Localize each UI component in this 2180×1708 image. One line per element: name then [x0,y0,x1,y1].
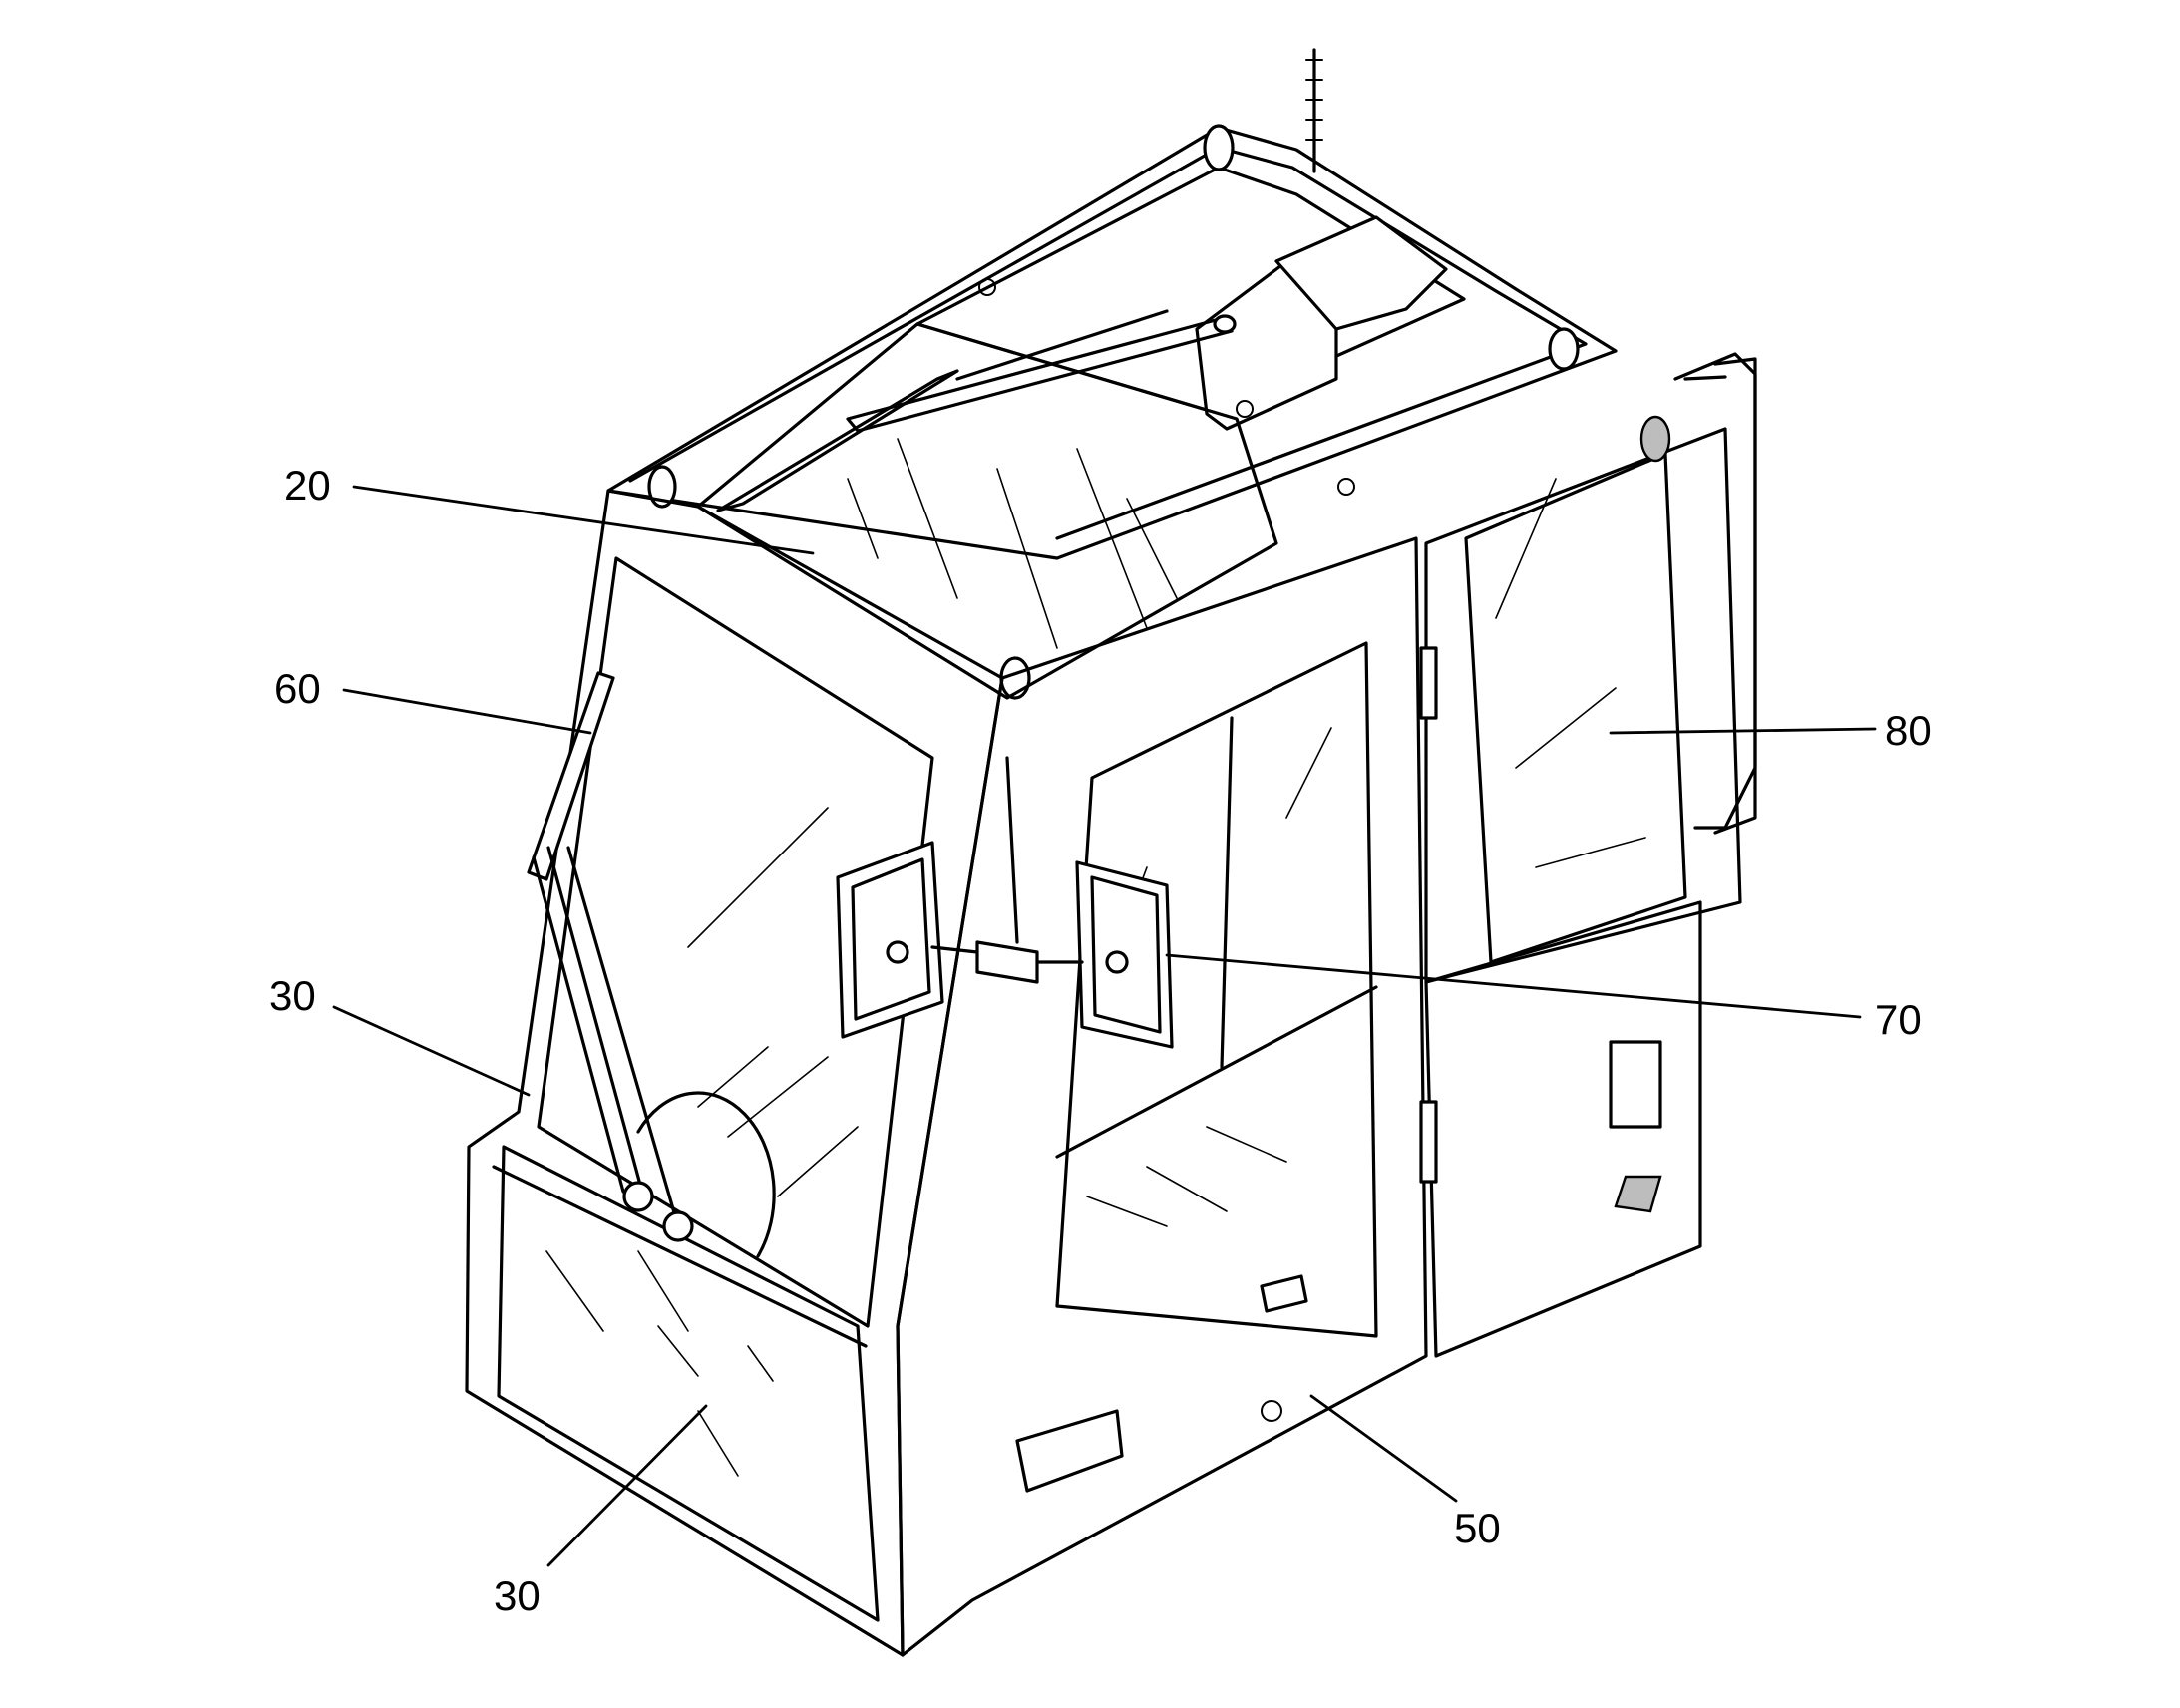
side-window-rear [1419,352,1757,1358]
leader-lines [332,485,1877,1567]
leader-70 [1165,953,1862,1019]
callout-60: 60 [274,665,321,712]
leader-50 [1309,1394,1458,1503]
roof-window [696,309,1278,700]
callout-80: 80 [1885,707,1932,754]
leader-30-front [546,1404,708,1567]
leader-30-side [332,1005,531,1097]
callout-20: 20 [284,462,331,509]
callout-30-front: 30 [494,1572,541,1619]
callout-50: 50 [1454,1505,1501,1551]
callout-30-side: 30 [269,972,316,1019]
cab-roof [606,48,1618,700]
cab-door [836,536,1428,1657]
callout-70: 70 [1875,996,1922,1043]
leader-60 [342,688,592,735]
leader-80 [1609,727,1877,735]
leader-20 [352,485,815,555]
front-window [465,489,1004,1657]
